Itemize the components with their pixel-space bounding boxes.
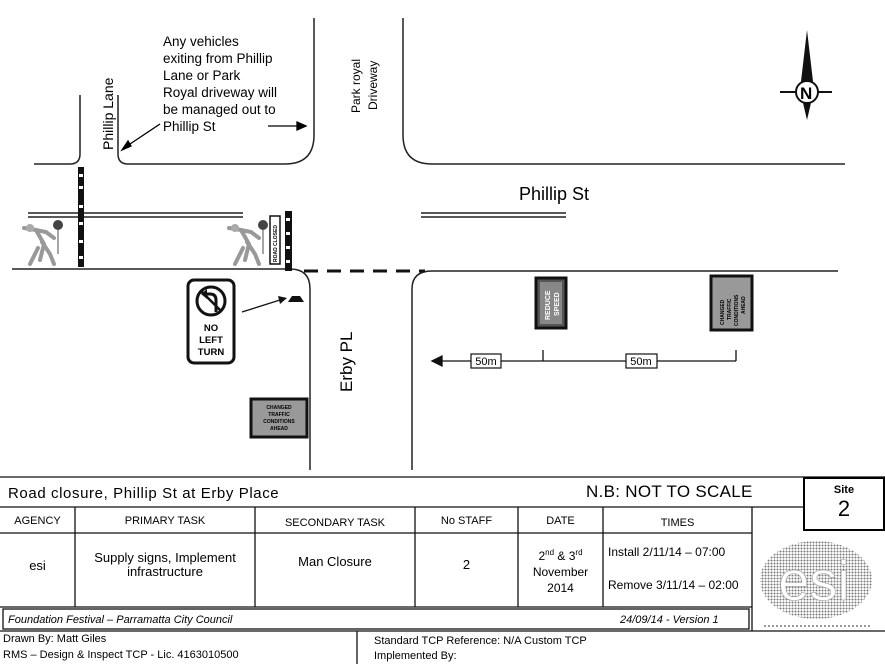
changed-erby-line4: AHEAD [270, 426, 288, 432]
distance-2-text: 50m [630, 356, 651, 368]
traffic-controller-left [22, 220, 63, 266]
cell-staff: 2 [462, 557, 471, 572]
header-staff: No STAFF [440, 515, 493, 527]
site-number: 2 [837, 496, 851, 521]
north-letter: N [800, 84, 812, 103]
no-left-turn-line3: TURN [198, 347, 225, 358]
cone-line-right [285, 211, 292, 271]
esi-logo: esi [760, 541, 872, 627]
cell-agency: esi [29, 558, 46, 573]
no-left-turn-sign: NO LEFT TURN [186, 278, 236, 365]
event-name: Foundation Festival – Parramatta City Co… [8, 614, 233, 626]
distance-markers [430, 350, 737, 368]
site-label: Site [833, 484, 855, 496]
reduce-speed-text2: SPEED [554, 292, 561, 316]
version-info: 24/09/14 - Version 1 [620, 614, 719, 626]
header-agency: AGENCY [14, 515, 61, 527]
park-royal-label-line2: Driveway [366, 61, 380, 110]
distance-1-text: 50m [475, 356, 496, 368]
changed-conditions-sign-erby: CHANGED TRAFFIC CONDITIONS AHEAD [249, 397, 309, 439]
cell-date-line1: 2nd & 3rd [538, 548, 583, 563]
erby-pl-label: Erby PL [337, 332, 356, 392]
distance-label-1: 50m [470, 353, 502, 369]
changed-right-line4: AHEAD [741, 296, 747, 314]
changed-conditions-sign-right: CHANGED TRAFFIC CONDITIONS AHEAD [709, 274, 754, 332]
annotation-line-5: be managed out to [163, 102, 276, 117]
north-arrow-icon: N [780, 30, 832, 120]
annotation-line-2: exiting from Phillip [163, 51, 273, 66]
scale-note: N.B: NOT TO SCALE [586, 482, 753, 501]
park-royal-right-edge [402, 18, 845, 165]
park-royal-label-line1: Park royal [349, 59, 363, 113]
site-box: Site 2 [803, 477, 885, 531]
cell-date: 2nd & 3rd November 2014 [518, 545, 603, 596]
cell-primary: Supply signs, Implement infrastructure [94, 550, 236, 579]
annotation-line-6: Phillip St [163, 119, 216, 134]
traffic-controller-right [227, 220, 268, 266]
cone-line-left [78, 167, 84, 267]
phillip-lane-label: Phillip Lane [100, 77, 116, 150]
changed-erby-line1: CHANGED [266, 405, 292, 411]
sheet-title: Road closure, Phillip St at Erby Place [8, 485, 280, 502]
implemented-by: Implemented By: [374, 650, 457, 662]
road-closed-sign: ROAD CLOSED [269, 215, 281, 265]
phillip-lane-right-edge [117, 18, 315, 165]
changed-erby-line2: TRAFFIC [268, 412, 290, 418]
changed-right-line3: CONDITIONS [734, 294, 740, 326]
header-primary: PRIMARY TASK [124, 515, 206, 527]
changed-right-line1: CHANGED [720, 299, 726, 325]
cell-install-time: Install 2/11/14 – 07:00 [608, 545, 726, 559]
drawn-by: Drawn By: Matt Giles [3, 633, 107, 645]
cell-date-line3: 2014 [547, 581, 574, 595]
cell-date-line2: November [532, 565, 589, 579]
header-date: DATE [546, 515, 575, 527]
no-left-turn-pointer [241, 296, 304, 313]
no-left-turn-line2: LEFT [199, 335, 223, 346]
traffic-control-diagram: ROAD CLOSED Any vehicles exiting from Ph… [12, 18, 845, 470]
phillip-st-label: Phillip St [519, 184, 589, 204]
phillip-st-south-edge-right [411, 270, 838, 470]
changed-right-line2: TRAFFIC [727, 298, 733, 320]
standard-tcp-ref: Standard TCP Reference: N/A Custom TCP [374, 635, 587, 647]
exit-annotation: Any vehicles exiting from Phillip Lane o… [163, 34, 277, 134]
cell-remove-time: Remove 3/11/14 – 02:00 [608, 578, 739, 592]
changed-erby-line3: CONDITIONS [263, 419, 295, 425]
header-times: TIMES [660, 517, 695, 529]
rms-licence: RMS – Design & Inspect TCP - Lic. 416301… [3, 649, 239, 661]
road-closed-sign-text: ROAD CLOSED [273, 225, 279, 262]
annotation-line-4: Royal driveway will [163, 85, 277, 100]
distance-label-2: 50m [625, 353, 658, 369]
annotation-line-1: Any vehicles [163, 34, 239, 49]
reduce-speed-sign: REDUCE SPEED [534, 276, 568, 330]
no-left-turn-line1: NO [204, 323, 218, 334]
phillip-lane-left-edge [34, 95, 81, 165]
annotation-line-3: Lane or Park [163, 68, 241, 83]
header-secondary: SECONDARY TASK [284, 517, 386, 529]
cell-secondary: Man Closure [298, 554, 372, 569]
median-lines [28, 212, 566, 218]
annotation-arrows [120, 120, 308, 152]
reduce-speed-text1: REDUCE [545, 290, 552, 320]
esi-logo-text: esi [778, 549, 850, 612]
